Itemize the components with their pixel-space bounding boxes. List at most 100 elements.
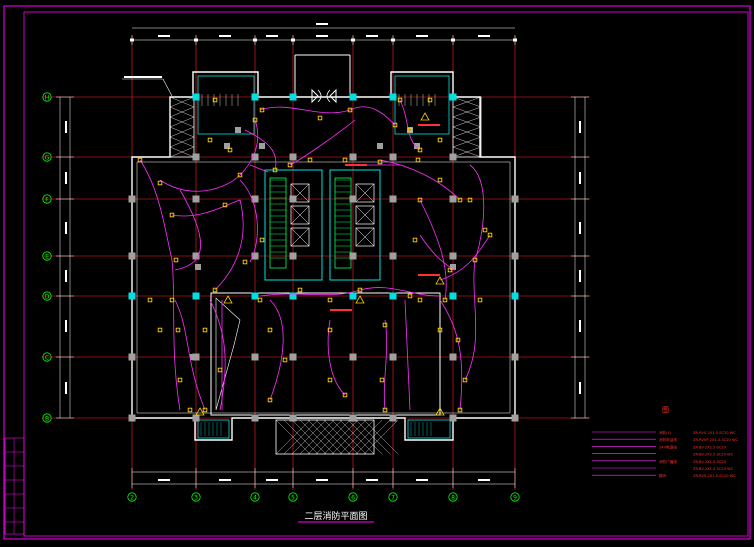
elevator-stair-cores [264,169,381,281]
axis-bubble-col [191,492,201,502]
elevator-shaft [290,205,310,225]
axis-bubble-row-label: F [45,197,49,204]
legend-spec: ZR-RVS-2X1.5-SC20 WC [693,474,736,478]
top-stair-room [394,75,450,135]
dimension-text-mark [65,121,67,133]
dimension-text-mark [579,382,581,394]
wiring-run [327,319,346,396]
hatch-line [169,96,195,108]
column [251,414,259,422]
axis-bubble-row [42,413,52,423]
column [289,292,297,300]
axis-bubble-col [388,492,398,502]
alarm-device [187,407,193,413]
alarm-device [212,97,218,103]
hatch-line [169,136,195,148]
alarm-bell-symbol [420,112,430,121]
axis-bubble-col [250,492,260,502]
alarm-device [447,267,453,273]
alarm-device [417,197,423,203]
outer-frame [3,5,751,540]
alarm-device [327,377,333,383]
dimension-text-mark [266,35,278,37]
axis-bubble-row-label: E [45,254,49,261]
hatch-line [452,106,482,118]
column [389,292,397,300]
hatch-line [169,146,195,158]
wiring-run [259,287,441,297]
alarm-device [252,117,258,123]
alarm-device [415,157,421,163]
core-block [329,169,381,281]
elevator-cross [290,205,310,225]
alarm-device [297,287,303,293]
axis-bubble-row-label: B [45,416,49,423]
legend-spec: ZR-BV-2X2.5-SC20 [693,445,727,449]
alarm-device [242,259,248,265]
leader-line [122,78,173,97]
hatch-line [169,116,195,128]
dimension-text-mark [366,35,378,37]
column [449,414,457,422]
entrance-door-swings [317,89,331,103]
column [259,143,265,149]
alarm-device [442,297,448,303]
alarm-device [342,157,348,163]
alarm-device [259,237,265,243]
axis-bubble-col-label: 6 [351,495,355,502]
alarm-device [477,297,483,303]
dimension-text-mark [579,320,581,332]
alarm-device [317,115,323,121]
dimension-text-mark [478,35,490,37]
alarm-device [462,377,468,383]
atrium-ramp [215,297,241,411]
dimension-text-mark [266,479,278,481]
alarm-device [169,212,175,218]
axis-bubble-col [348,492,358,502]
axis-bubble-row-label: H [45,95,50,102]
alarm-device [327,297,333,303]
dimension-tick-mark [391,38,395,42]
column [224,143,230,149]
alarm-device [379,377,385,383]
wiring-run [244,129,277,171]
alarm-device [357,287,363,293]
wiring-run [221,299,411,411]
dimension-tick-mark [130,38,134,42]
alarm-device [487,232,493,238]
column [511,195,519,203]
leader-text-mark [124,76,162,78]
core-stair [334,177,352,269]
alarm-device [177,377,183,383]
dimension-text-mark [158,479,170,481]
alarm-device [482,227,488,233]
dimension-text-mark [65,172,67,184]
elevator-cross [355,227,375,247]
alarm-device [147,297,153,303]
inner-frame [23,11,749,537]
alarm-device [222,202,228,208]
dimension-text-mark [65,382,67,394]
legend-spec: ZR-BV-2X2.5-SC20 WC [693,453,734,457]
alarm-device [267,327,273,333]
elevator-shaft [290,227,310,247]
dimension-text-mark [158,35,170,37]
column [251,353,259,361]
alarm-device [407,127,413,133]
column [349,292,357,300]
bottom-stair-room [407,419,451,439]
red-annotation-mark [418,274,440,276]
axis-bubble-row [42,352,52,362]
core-block [264,169,323,281]
wiring-run [419,199,447,301]
axis-bubble-col [510,492,520,502]
exterior-wall-inner [136,161,511,414]
column [349,252,357,260]
alarm-device [437,327,443,333]
building-walls [122,54,516,455]
dimension-text-mark [65,222,67,234]
alarm-device [417,297,423,303]
